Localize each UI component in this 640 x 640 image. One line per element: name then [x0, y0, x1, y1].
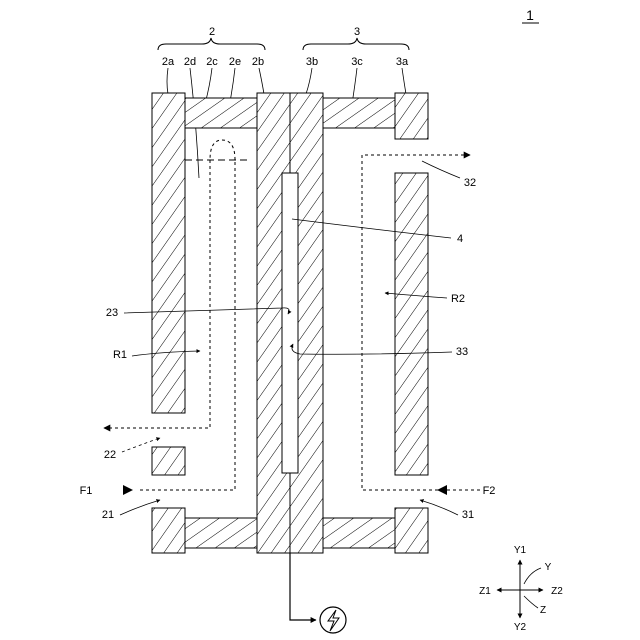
label-32: 32: [464, 177, 476, 189]
label-22: 22: [104, 449, 116, 461]
leader-3a: [402, 68, 406, 94]
frame-2c-top: [185, 98, 257, 128]
brace-group-2: [158, 38, 265, 50]
axes-indicator: [497, 560, 543, 618]
label-31: 31: [462, 509, 474, 521]
group-label-3: 3: [354, 26, 360, 38]
label-23: 23: [106, 307, 118, 319]
frame-3c-bottom: [323, 518, 395, 548]
conductor-4: [282, 173, 298, 473]
flow-left-loop: [210, 140, 235, 160]
label-r2: R2: [451, 293, 465, 305]
wall-2a-upper: [152, 93, 185, 413]
brace-group-3: [303, 38, 409, 50]
label-33: 33: [456, 346, 468, 358]
leader-3b: [306, 68, 312, 94]
wall-3a-middle: [395, 173, 428, 475]
group-label-2: 2: [209, 26, 215, 38]
wall-3a-top: [395, 93, 428, 139]
leader-2b: [259, 68, 264, 94]
label-r1: R1: [113, 349, 127, 361]
leader-2a: [167, 68, 168, 94]
frame-3c-top: [323, 98, 395, 128]
label-2a: 2a: [162, 56, 175, 68]
label-3b: 3b: [306, 56, 318, 68]
label-3a: 3a: [396, 56, 409, 68]
flow-f2-arrow: [437, 485, 447, 495]
axis-label-z: Z: [540, 605, 546, 616]
axis-label-z2: Z2: [551, 586, 563, 597]
axis-label-z1: Z1: [479, 586, 491, 597]
label-2e: 2e: [229, 56, 241, 68]
axis-label-y2: Y2: [514, 622, 527, 633]
flow-f1-arrow: [123, 485, 133, 495]
wall-2a-mid: [152, 447, 185, 475]
label-21: 21: [102, 509, 114, 521]
figure-number: 1: [526, 7, 534, 23]
axis-label-y1: Y1: [514, 545, 527, 556]
label-3c: 3c: [351, 56, 363, 68]
label-2c: 2c: [206, 56, 218, 68]
label-2d: 2d: [184, 56, 196, 68]
label-2b: 2b: [252, 56, 264, 68]
label-f2: F2: [483, 485, 496, 497]
label-f1: F1: [80, 485, 93, 497]
wall-3a-lower: [395, 508, 428, 553]
load-wire: [290, 553, 316, 620]
frame-2c-bottom: [185, 518, 257, 548]
label-4: 4: [457, 233, 463, 245]
axis-label-y: Y: [545, 562, 552, 573]
wall-2a-lower: [152, 508, 185, 553]
